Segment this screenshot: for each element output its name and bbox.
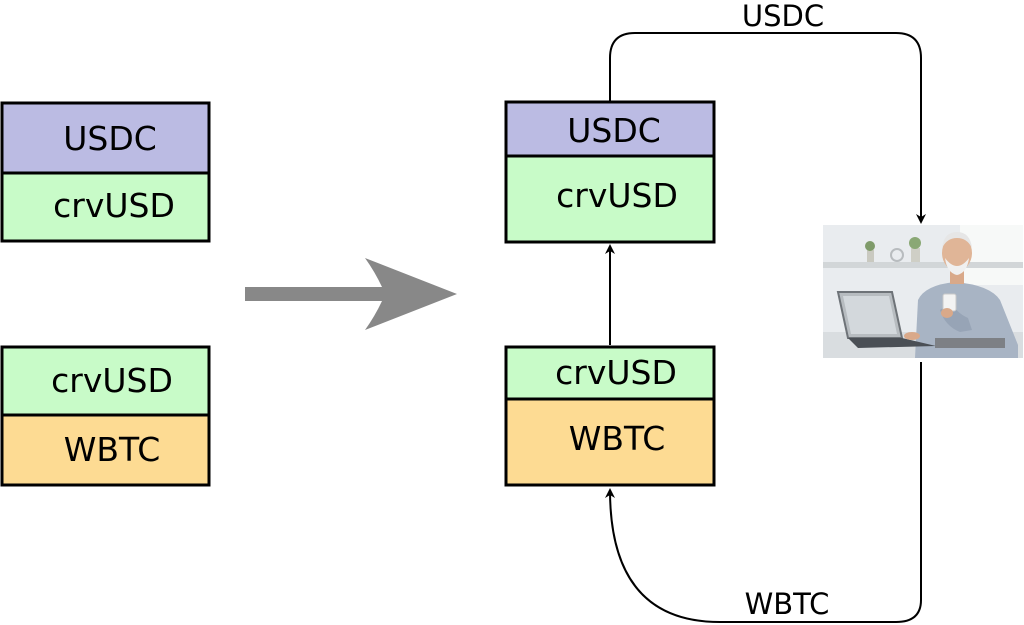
after-pool1-top-label: USDC [567, 111, 661, 150]
before-pool2-top-label: crvUSD [51, 361, 173, 400]
usdc-flow-arrow [609, 32, 926, 224]
after-pool-crvusd-wbtc: crvUSD WBTC [504, 345, 716, 487]
after-pool2-wbtc-segment [504, 397, 716, 487]
before-pool-crvusd-wbtc: crvUSD WBTC [0, 345, 211, 487]
after-pool1-crvusd-segment [504, 154, 716, 244]
trader-photo [823, 225, 1023, 358]
after-pool2-top-label: crvUSD [555, 353, 677, 392]
before-pool1-bottom-label: crvUSD [53, 186, 175, 225]
right-arrow-icon [245, 258, 457, 330]
wbtc-flow-arrow [605, 362, 922, 623]
before-pool-usdc-crvusd: USDC crvUSD [0, 101, 211, 243]
before-pool1-top-label: USDC [63, 119, 157, 158]
before-pool1-usdc-segment [0, 101, 211, 175]
usdc-flow-label: USDC [742, 0, 824, 33]
after-pool-usdc-crvusd: USDC crvUSD [504, 100, 716, 244]
before-pool2-wbtc-segment [0, 413, 211, 487]
wbtc-flow-label: WBTC [745, 587, 830, 621]
before-pool1-crvusd-segment [0, 171, 211, 243]
before-pool2-bottom-label: WBTC [64, 430, 161, 469]
after-pool1-bottom-label: crvUSD [556, 176, 678, 215]
after-pool2-bottom-label: WBTC [569, 419, 666, 458]
